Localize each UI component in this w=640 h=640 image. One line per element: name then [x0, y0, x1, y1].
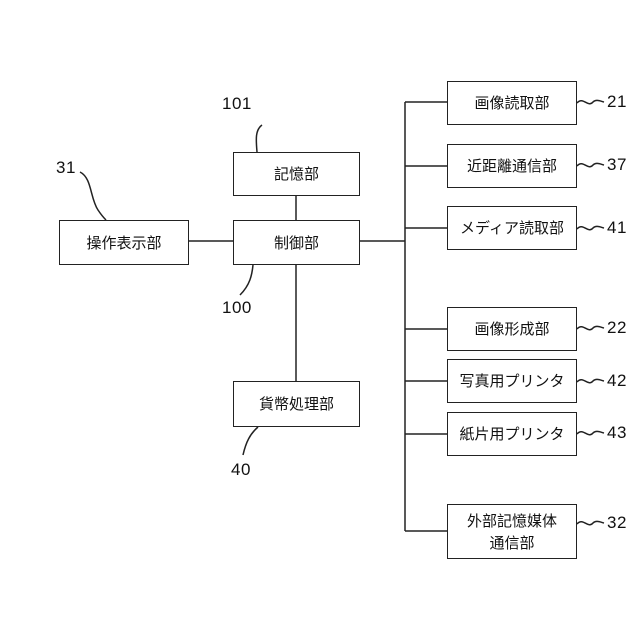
near-field-comm-label: 近距離通信部	[467, 155, 557, 177]
memory-label: 記憶部	[274, 163, 319, 185]
ref-101: 101	[222, 94, 252, 114]
leader-41	[577, 226, 604, 229]
media-reading-label: メディア読取部	[460, 217, 564, 239]
leader-31	[80, 172, 106, 220]
operation-display-block: 操作表示部	[59, 220, 189, 265]
ref-22: 22	[607, 318, 627, 338]
leader-43	[577, 431, 604, 434]
external-storage-block: 外部記憶媒体 通信部	[447, 504, 577, 559]
photo-printer-label: 写真用プリンタ	[459, 370, 564, 392]
ref-41: 41	[607, 218, 627, 238]
image-forming-label: 画像形成部	[474, 318, 549, 340]
slip-printer-block: 紙片用プリンタ	[447, 412, 577, 456]
operation-display-label: 操作表示部	[86, 232, 161, 254]
ref-100: 100	[222, 298, 252, 318]
control-block: 制御部	[233, 220, 360, 265]
photo-printer-block: 写真用プリンタ	[447, 359, 577, 403]
ref-43: 43	[607, 423, 627, 443]
image-reading-label: 画像読取部	[474, 92, 549, 114]
leader-101	[256, 125, 262, 152]
image-reading-block: 画像読取部	[447, 81, 577, 125]
currency-processing-block: 貨幣処理部	[233, 381, 360, 427]
media-reading-block: メディア読取部	[447, 206, 577, 250]
external-storage-label-line2: 通信部	[489, 532, 534, 554]
ref-31: 31	[56, 158, 76, 178]
external-storage-label-line1: 外部記憶媒体	[467, 510, 557, 532]
leader-21	[577, 100, 604, 103]
ref-37: 37	[607, 155, 627, 175]
leader-32	[577, 521, 604, 524]
leader-22	[577, 326, 604, 329]
memory-block: 記憶部	[233, 152, 360, 196]
slip-printer-label: 紙片用プリンタ	[459, 423, 564, 445]
ref-21: 21	[607, 92, 627, 112]
image-forming-block: 画像形成部	[447, 307, 577, 351]
currency-processing-label: 貨幣処理部	[259, 393, 334, 415]
leader-42	[577, 379, 604, 382]
ref-40: 40	[231, 460, 251, 480]
ref-42: 42	[607, 371, 627, 391]
near-field-comm-block: 近距離通信部	[447, 144, 577, 188]
leader-40	[243, 427, 258, 455]
leader-100	[240, 265, 253, 295]
leader-37	[577, 163, 604, 166]
control-label: 制御部	[274, 232, 319, 254]
ref-32: 32	[607, 513, 627, 533]
